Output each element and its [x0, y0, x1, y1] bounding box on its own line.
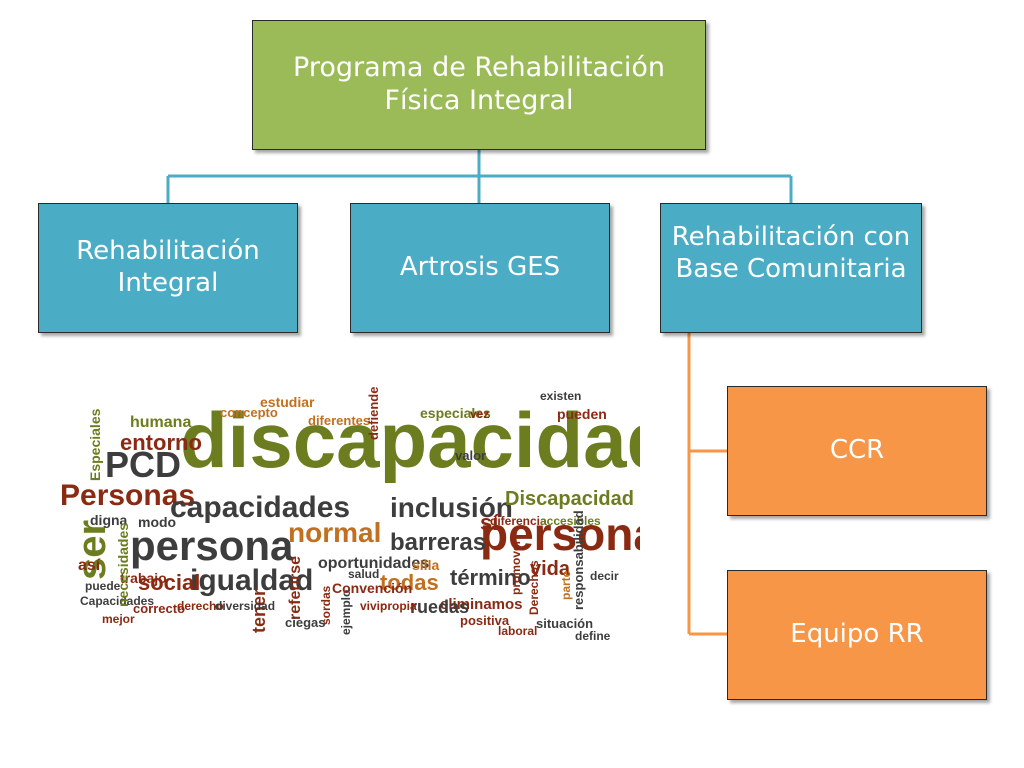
cloud-word: así — [78, 557, 101, 574]
cloud-word: todas — [380, 570, 439, 595]
cloud-word: referirse — [287, 556, 304, 620]
cloud-word: Discapacidad — [505, 488, 634, 510]
cloud-word: Especiales — [87, 408, 103, 481]
cloud-word: normal — [288, 517, 381, 548]
cloud-word: situación — [536, 616, 593, 631]
cloud-word: promover — [509, 539, 523, 595]
cloud-word: pueden — [557, 406, 607, 422]
cloud-word: entorno — [120, 430, 202, 455]
cloud-word: diferencia — [490, 514, 547, 528]
cloud-word: puede — [85, 579, 121, 593]
cloud-word: ruedas — [410, 597, 469, 617]
cloud-word: término — [450, 565, 531, 590]
cloud-word: define — [575, 629, 611, 643]
grandchild-node-ccr: CCR — [727, 386, 987, 516]
root-node: Programa de Rehabilitación Física Integr… — [252, 20, 706, 150]
cloud-word: especiales — [420, 405, 491, 421]
cloud-word: sordas — [319, 585, 333, 625]
cloud-word: ejemplo — [339, 590, 353, 635]
cloud-word: laboral — [498, 624, 537, 638]
grandchild-node-equipo-rr: Equipo RR — [727, 570, 987, 700]
cloud-word: derecho — [177, 599, 224, 613]
cloud-word: Derechos — [527, 560, 541, 615]
cloud-word: vida — [530, 558, 571, 580]
cloud-word: silla — [412, 557, 439, 573]
cloud-word: vivir — [360, 599, 385, 613]
cloud-word: necesidades — [115, 523, 131, 607]
cloud-word: responsabilidad — [571, 510, 586, 610]
child-node-rehabilitacion-comunitaria: Rehabilitación con Base Comunitaria — [660, 203, 922, 333]
cloud-word: diferentes — [308, 413, 370, 428]
cloud-word: barreras — [390, 529, 486, 556]
cloud-word: correcto — [133, 601, 185, 616]
cloud-word: discapacidad — [180, 396, 640, 484]
cloud-word: positiva — [460, 613, 510, 628]
cloud-word: concepto — [220, 405, 278, 420]
cloud-word: accesibles — [540, 514, 601, 528]
cloud-word: ser — [70, 520, 114, 580]
cloud-word: parte — [559, 570, 573, 600]
cloud-word: digna — [90, 512, 128, 528]
cloud-word: ciegas — [285, 615, 325, 630]
cloud-word: mejor — [102, 612, 135, 626]
cloud-word: persona — [130, 522, 294, 569]
cloud-word: decir — [590, 569, 619, 583]
cloud-word: social — [138, 570, 200, 595]
cloud-word: modo — [138, 514, 176, 530]
cloud-word: existen — [540, 389, 581, 403]
cloud-word: humana — [130, 414, 191, 431]
cloud-word: estudiar — [260, 394, 315, 410]
cloud-word: Capacidades — [80, 594, 154, 608]
cloud-word: vez — [470, 407, 489, 421]
cloud-word: diversidad — [215, 599, 275, 613]
cloud-word: Personas — [60, 479, 195, 512]
child-node-rehabilitacion-integral: Rehabilitación Integral — [38, 203, 298, 333]
cloud-word: salud — [348, 567, 379, 581]
cloud-word: eliminamos — [440, 596, 523, 613]
cloud-word: inclusión — [390, 492, 513, 523]
cloud-word: igualdad — [190, 564, 313, 597]
cloud-word: propia — [380, 599, 417, 613]
cloud-word: defiende — [366, 387, 381, 440]
cloud-word: Convención — [332, 580, 412, 596]
child-node-artrosis-ges: Artrosis GES — [350, 203, 610, 333]
cloud-word: valor — [455, 448, 486, 463]
cloud-word: oportunidades — [318, 555, 429, 572]
cloud-word: PCD — [105, 444, 181, 485]
cloud-word: personas — [480, 508, 640, 560]
cloud-word: sí — [480, 510, 499, 535]
cloud-word: tener — [249, 589, 269, 633]
cloud-word: trabajo — [120, 570, 167, 586]
cloud-word: capacidades — [170, 491, 350, 524]
